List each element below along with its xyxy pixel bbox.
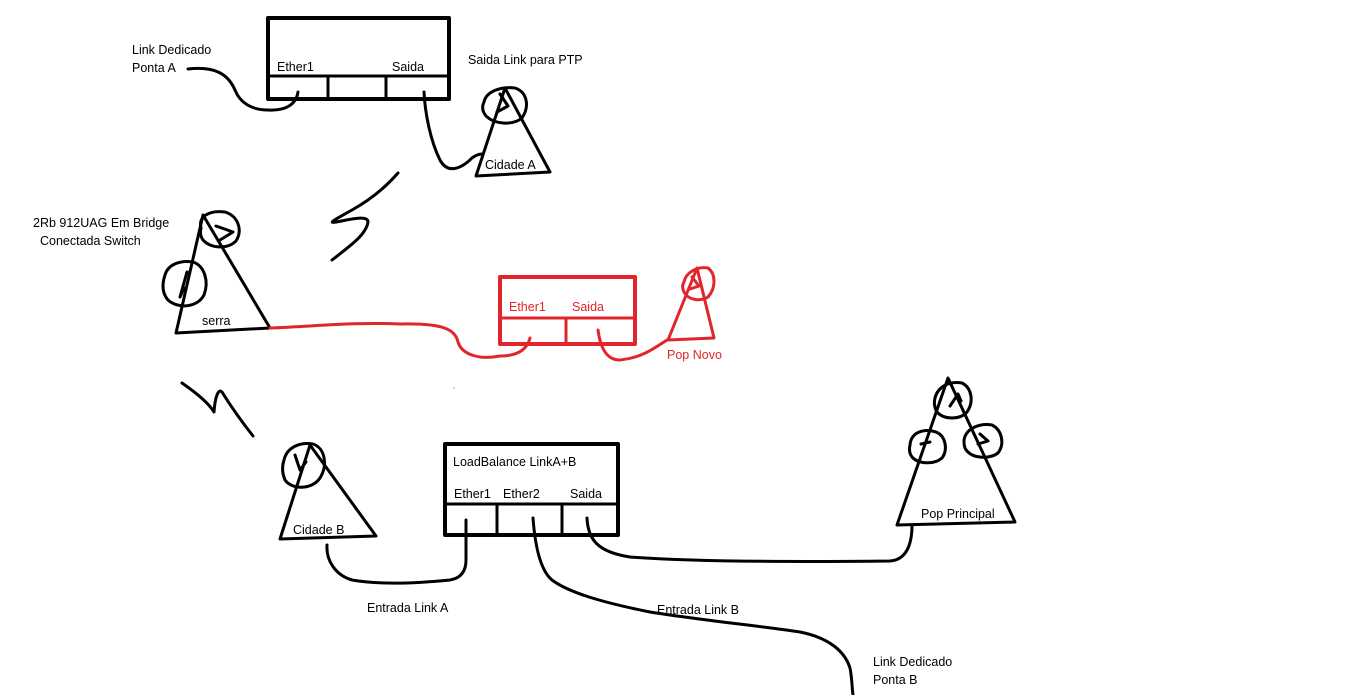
- serra-desc-line2: Conectada Switch: [40, 234, 141, 248]
- cidade-b-tower: [278, 442, 378, 541]
- cable-entrada-link-a: [325, 518, 468, 585]
- entrada-link-b-label: Entrada Link B: [657, 603, 739, 617]
- serra-label: serra: [202, 314, 231, 328]
- loadbalance-port-saida: Saida: [570, 487, 602, 501]
- link-b-line1: Link Dedicado: [873, 655, 953, 669]
- cidade-a-tower: [474, 86, 552, 178]
- serra-tower: [161, 210, 272, 335]
- ptp-output-label: Saida Link para PTP: [468, 53, 583, 67]
- cable-entrada-link-b: [531, 516, 855, 695]
- link-a-line2: Ponta A: [132, 61, 176, 75]
- link-dedicado-b-label: Link Dedicado Ponta B: [873, 653, 952, 689]
- pop-principal-label: Pop Principal: [921, 507, 995, 521]
- pop-novo-label: Pop Novo: [667, 348, 722, 362]
- stray-dot: [453, 387, 455, 389]
- cable-saida-to-cidade-a: [422, 90, 484, 171]
- loadbalance-port-ether2: Ether2: [503, 487, 540, 501]
- serra-description: 2Rb 912UAG Em Bridge Conectada Switch: [33, 214, 169, 250]
- serra-desc-line1: 2Rb 912UAG Em Bridge: [33, 216, 170, 230]
- new-router-port-saida: Saida: [572, 300, 604, 314]
- loadbalance-title: LoadBalance LinkA+B: [453, 455, 577, 469]
- top-router-port-saida: Saida: [392, 60, 424, 74]
- loadbalance-router: [443, 442, 620, 537]
- wireless-link-a: [330, 171, 400, 262]
- pop-principal-tower: [895, 376, 1017, 527]
- new-router: [498, 275, 637, 346]
- top-router-port-ether1: Ether1: [277, 60, 314, 74]
- entrada-link-a-label: Entrada Link A: [367, 601, 449, 615]
- cidade-a-label: Cidade A: [485, 158, 536, 172]
- cable-saida-to-pop-principal: [585, 516, 914, 564]
- link-dedicado-a-label: Link Dedicado Ponta A: [132, 41, 211, 77]
- pop-novo-tower: [666, 266, 716, 342]
- new-router-port-ether1: Ether1: [509, 300, 546, 314]
- cidade-b-label: Cidade B: [293, 523, 345, 537]
- link-a-line1: Link Dedicado: [132, 43, 212, 57]
- cable-link-a-to-ether1: [186, 66, 300, 112]
- red-cable-serra-to-ether1: [268, 321, 532, 359]
- red-cable-saida-to-pop-novo: [596, 328, 669, 362]
- wireless-link-b: [180, 381, 255, 438]
- loadbalance-port-ether1: Ether1: [454, 487, 491, 501]
- link-b-line2: Ponta B: [873, 673, 918, 687]
- top-router: [266, 16, 451, 101]
